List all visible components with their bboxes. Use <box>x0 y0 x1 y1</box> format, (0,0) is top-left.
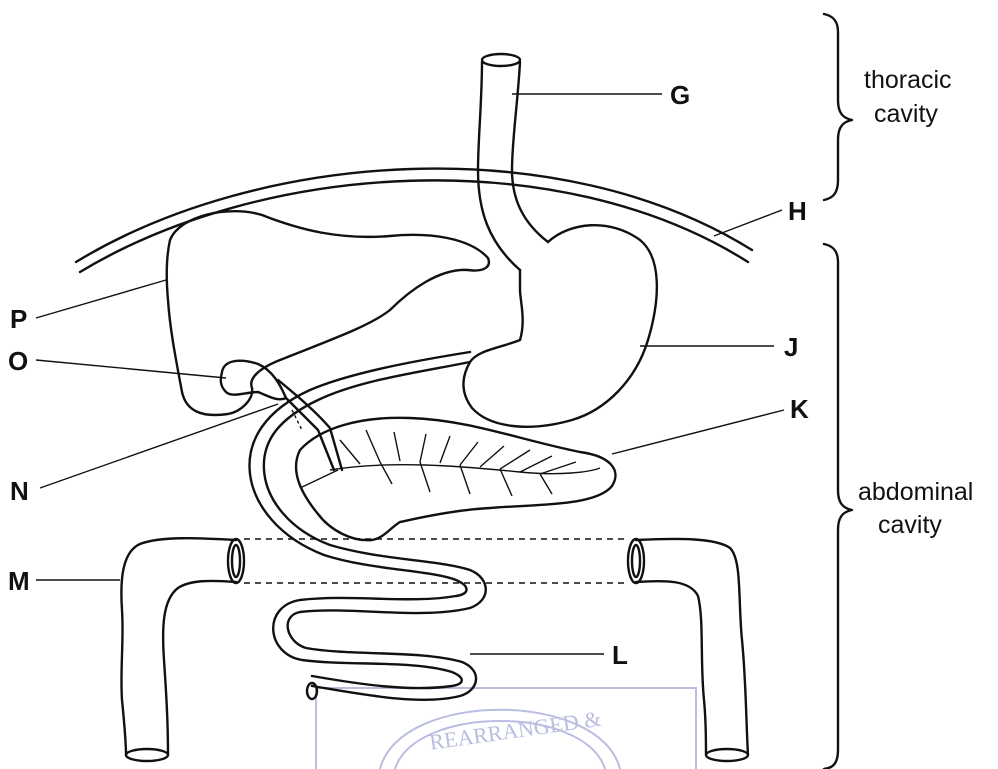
leader-K <box>612 410 784 454</box>
large-intestine-right-end <box>706 749 748 761</box>
thoracic-brace <box>824 14 852 200</box>
leader-N <box>40 404 278 488</box>
label-P: P <box>10 304 27 334</box>
duodenum <box>264 362 486 700</box>
gall-bladder <box>221 361 286 400</box>
label-N: N <box>10 476 29 506</box>
thoracic-label-line1: thoracic <box>864 66 952 94</box>
label-K: K <box>790 394 809 424</box>
label-O: O <box>8 346 28 376</box>
large-intestine-left-end <box>126 749 168 761</box>
small-intestine <box>250 352 471 688</box>
leader-H <box>714 210 782 236</box>
label-G: G <box>670 80 690 110</box>
watermark-text: REARRANGED & <box>428 706 603 755</box>
leader-P <box>36 280 166 318</box>
label-J: J <box>784 332 798 362</box>
abdominal-label-line2: cavity <box>878 511 942 539</box>
pancreatic-duct <box>300 430 600 496</box>
abdominal-label-line1: abdominal <box>858 478 973 506</box>
watermark: REARRANGED & <box>316 688 696 769</box>
stomach <box>464 225 657 427</box>
label-L: L <box>612 640 628 670</box>
pancreas <box>296 418 615 540</box>
abdominal-brace <box>824 244 852 769</box>
thoracic-label-line2: cavity <box>874 100 938 128</box>
large-intestine <box>121 538 748 761</box>
label-M: M <box>8 566 30 596</box>
label-H: H <box>788 196 807 226</box>
oesophagus <box>478 54 548 270</box>
leader-O <box>36 360 226 378</box>
oesophagus-opening <box>482 54 520 66</box>
